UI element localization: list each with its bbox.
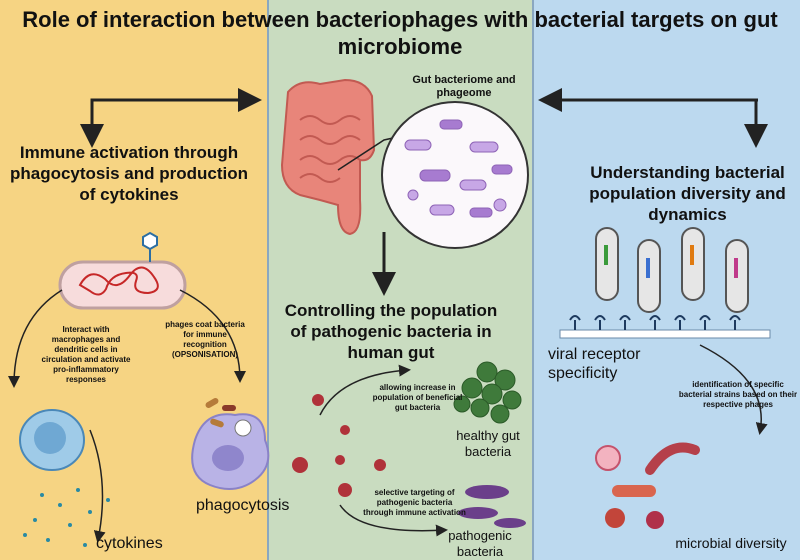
arrow-to-diversity — [699, 344, 768, 435]
macrophage-cell — [191, 413, 270, 490]
note-beneficial: allowing increase in population of benef… — [372, 383, 463, 412]
label-phagocytosis: phagocytosis — [196, 497, 290, 514]
top-left-connector-arrow — [80, 88, 262, 148]
note-opsonisation: phages coat bacteria for immune recognit… — [165, 320, 245, 359]
pathogenic-bacteria — [458, 485, 526, 528]
label-healthy: healthy gut bacteria — [456, 428, 520, 459]
main-title: Role of interaction between bacteriophag… — [22, 7, 778, 59]
middle-heading: Controlling the population of pathogenic… — [284, 301, 498, 362]
label-cytokines: cytokines — [96, 535, 163, 552]
phage-variants — [595, 227, 749, 313]
arrow-to-immune-cell — [8, 289, 63, 388]
label-diversity: microbial diversity — [675, 535, 787, 551]
phage-icon — [142, 231, 158, 262]
right-heading: Understanding bacterial population diver… — [589, 163, 786, 224]
top-right-connector-arrow — [538, 88, 768, 148]
virus-particles — [292, 394, 386, 497]
right-divider — [532, 0, 534, 560]
arrow-to-healthy — [319, 364, 411, 416]
note-interact: Interact with macrophages and dendritic … — [41, 325, 131, 384]
phage-receptor-array — [559, 315, 771, 339]
rod-bacteria — [205, 398, 236, 428]
dendritic-cell — [19, 409, 85, 471]
arrow-to-pathogenic — [339, 504, 448, 537]
intestine-illustration — [280, 78, 376, 236]
label-receptor: viral receptor specificity — [548, 346, 641, 382]
note-identification: identification of specific bacterial str… — [678, 380, 798, 409]
right-panel — [533, 0, 800, 560]
healthy-bacteria-cluster — [453, 361, 522, 424]
microbiome-bacteria — [404, 119, 513, 218]
left-divider — [267, 0, 269, 560]
note-selective: selective targeting of pathogenic bacter… — [363, 488, 466, 517]
bacterial-dna — [78, 266, 159, 296]
label-pathogenic: pathogenic bacteria — [448, 528, 512, 559]
arrow-to-phagocytosis — [179, 289, 246, 383]
bacterium-cell — [58, 260, 187, 310]
diverse-microbes — [595, 442, 700, 529]
left-heading: Immune activation through phagocytosis a… — [9, 143, 248, 204]
center-label: Gut bacteriome and phageome — [412, 74, 516, 99]
cytokine-arrow — [89, 429, 106, 543]
